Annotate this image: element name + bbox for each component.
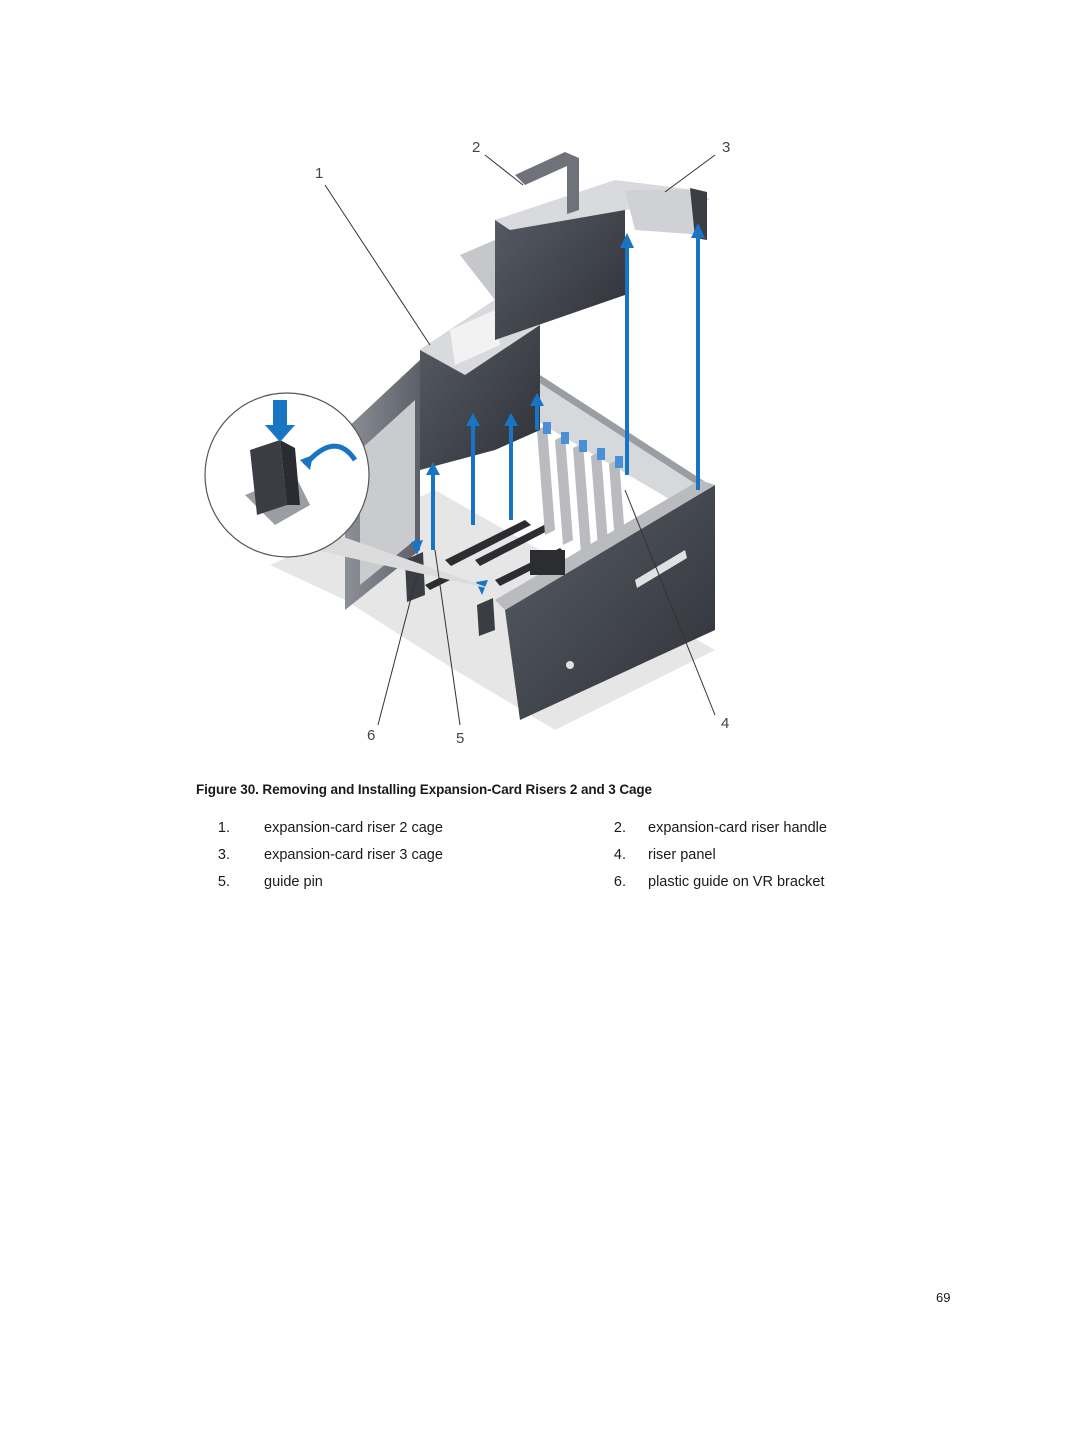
legend-number: 2. [613,820,626,836]
leader-lines [324,154,716,726]
callout-4: 4 [721,715,729,732]
legend-number: 4. [613,847,626,863]
legend-text: expansion-card riser handle [648,820,827,836]
figure-caption: Figure 30. Removing and Installing Expan… [196,782,652,797]
callout-5: 5 [456,730,464,747]
detail-inset [204,392,495,590]
legend-number: 6. [613,874,626,890]
riser-3-cage [495,180,710,340]
riser-panel [495,480,715,720]
legend-text: guide pin [264,874,323,890]
riser-handle [515,152,579,214]
legend-text: expansion-card riser 3 cage [264,847,443,863]
callout-6: 6 [367,727,375,744]
legend-text: riser panel [648,847,716,863]
callout-3: 3 [722,139,730,156]
page-number: 69 [936,1290,951,1305]
legend-number: 3. [217,847,230,863]
callout-1: 1 [315,165,323,182]
legend-number: 1. [217,820,230,836]
legend-text: expansion-card riser 2 cage [264,820,443,836]
riser-cage-illustration: 1 2 3 4 5 6 [204,139,730,747]
legend-text: plastic guide on VR bracket [648,874,825,890]
removal-arrows [411,223,705,595]
legend-number: 5. [217,874,230,890]
callout-2: 2 [472,139,480,156]
